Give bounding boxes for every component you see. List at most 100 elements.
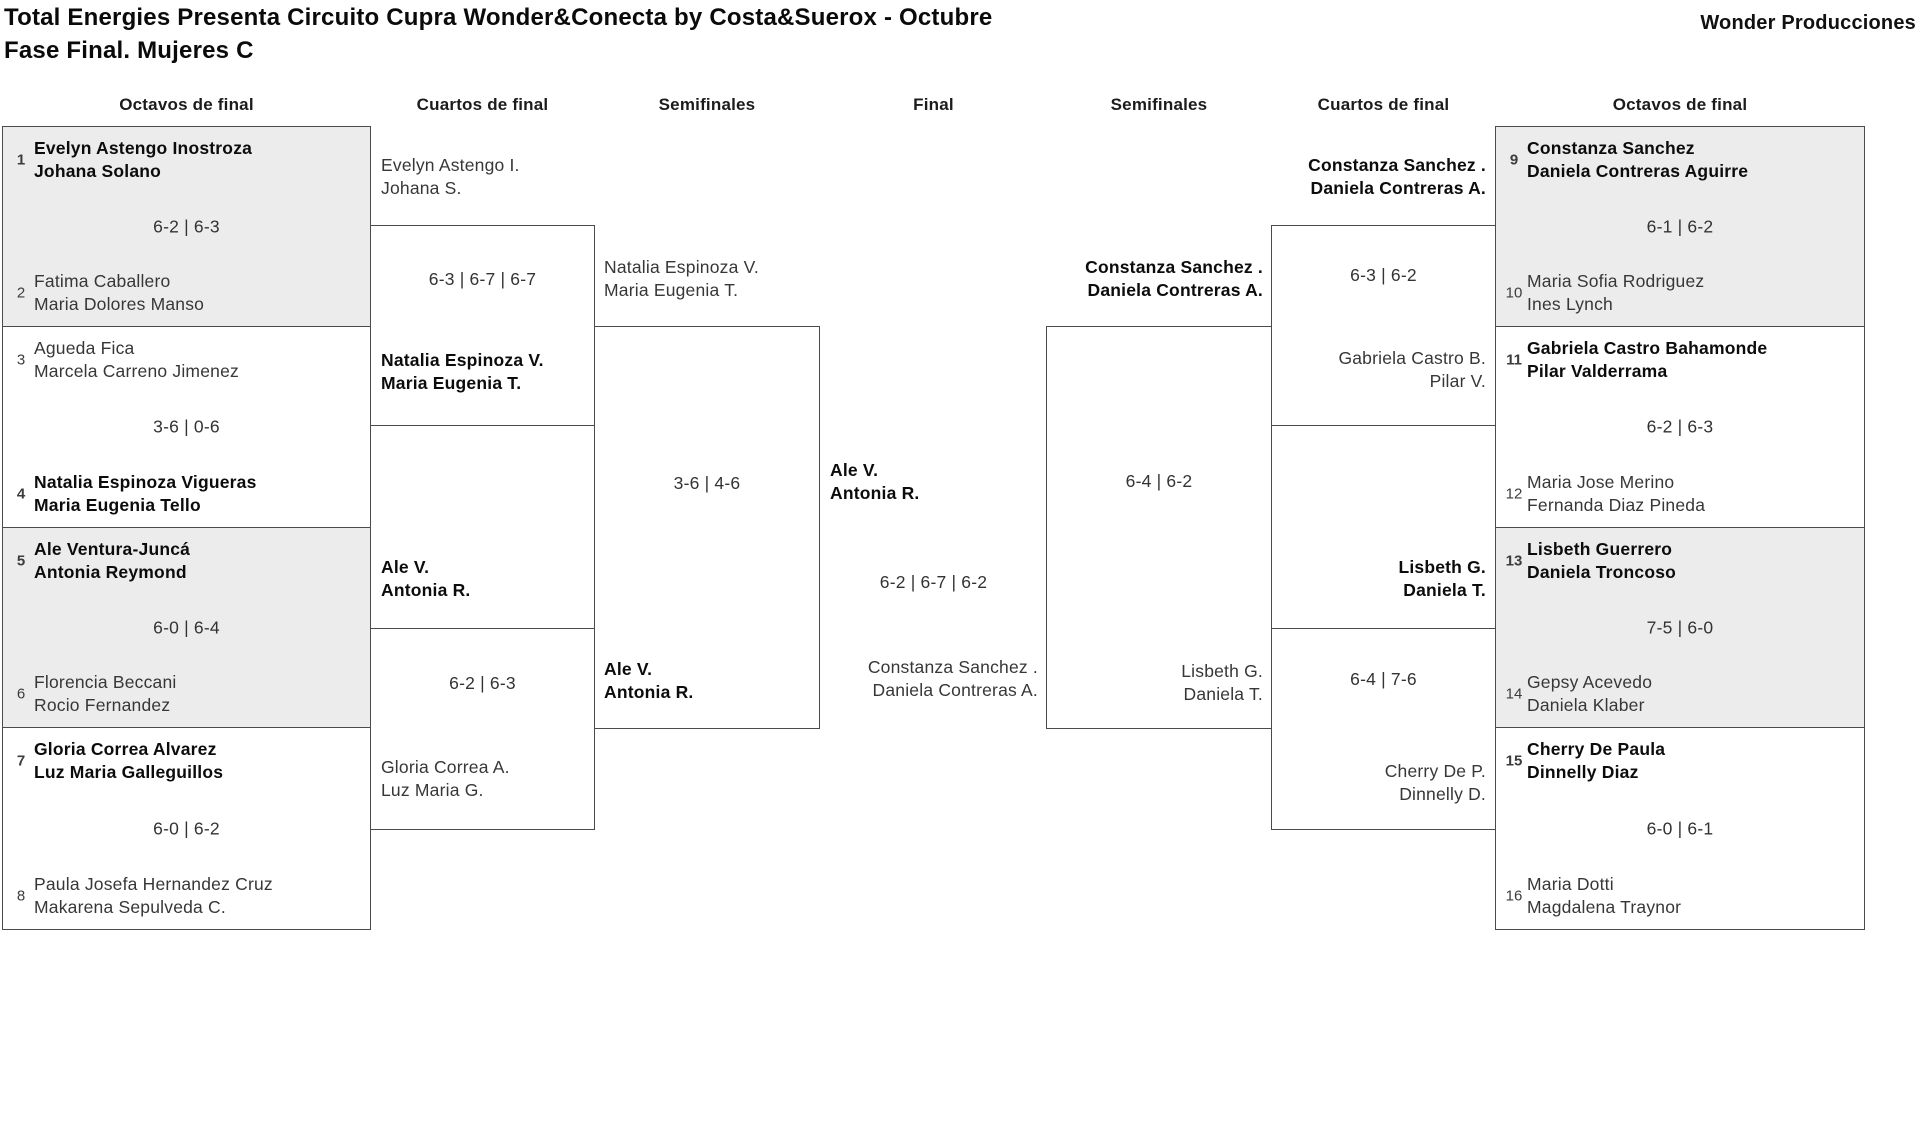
round-header-semis-right: Semifinales bbox=[1110, 95, 1208, 114]
match-box-sf-1 bbox=[594, 326, 820, 729]
team-name-line: Luz Maria G. bbox=[381, 780, 484, 800]
seed-number: 8 bbox=[16, 887, 26, 905]
seed-number: 4 bbox=[16, 485, 26, 503]
sf2-bottom-entrant: Lisbeth G. Daniela T. bbox=[1181, 660, 1263, 706]
team-name-line: Daniela Contreras A. bbox=[1087, 280, 1263, 300]
round-header-cuartos-right: Cuartos de final bbox=[1317, 95, 1450, 114]
match-score: 6-0 | 6-2 bbox=[153, 818, 220, 838]
round-header-semis-left: Semifinales bbox=[658, 95, 756, 114]
match-score: 7-5 | 6-0 bbox=[1646, 617, 1714, 637]
title-line-1: Total Energies Presenta Circuito Cupra W… bbox=[4, 4, 993, 31]
qf4-top-entrant: Lisbeth G. Daniela T. bbox=[1398, 556, 1486, 602]
team-entry: 1 Evelyn Astengo Inostroza Johana Solano bbox=[3, 137, 370, 183]
team-name-line: Pilar Valderrama bbox=[1527, 361, 1668, 381]
match-score: 6-2 | 6-3 bbox=[1646, 416, 1714, 437]
team-name-line: Magdalena Traynor bbox=[1527, 897, 1682, 917]
team-name-line: Ale V. bbox=[830, 460, 879, 480]
team-name-line: Daniela Klaber bbox=[1527, 695, 1645, 715]
team-entry: 15 Cherry De Paula Dinnelly Diaz bbox=[1496, 738, 1864, 784]
team-name-line: Rocio Fernandez bbox=[34, 695, 171, 715]
qf2-bottom-entrant: Gloria Correa A. Luz Maria G. bbox=[381, 756, 510, 802]
match-box-octavos-r3: 13 Lisbeth Guerrero Daniela Troncoso 7-5… bbox=[1495, 527, 1865, 728]
team-name-line: Florencia Beccani bbox=[34, 672, 177, 692]
sf1-bottom-entrant: Ale V. Antonia R. bbox=[604, 658, 694, 704]
team-name-line: Ale V. bbox=[381, 557, 430, 577]
seed-number: 11 bbox=[1506, 351, 1522, 369]
team-entry: 7 Gloria Correa Alvarez Luz Maria Galleg… bbox=[3, 738, 370, 784]
qf3-score: 6-3 | 6-2 bbox=[1350, 265, 1417, 285]
seed-number: 13 bbox=[1505, 552, 1523, 570]
team-entry: 14 Gepsy Acevedo Daniela Klaber bbox=[1496, 671, 1864, 717]
team-name-line: Gloria Correa A. bbox=[381, 757, 510, 777]
match-box-qf-2 bbox=[370, 628, 595, 830]
match-box-octavos-l2: 3 Agueda Fica Marcela Carreno Jimenez 3-… bbox=[2, 326, 371, 528]
match-box-qf-4 bbox=[1271, 628, 1496, 830]
match-box-octavos-r1: 9 Constanza Sanchez Daniela Contreras Ag… bbox=[1495, 126, 1865, 327]
team-name-line: Ale Ventura-Juncá bbox=[34, 539, 191, 559]
page-title: Total Energies Presenta Circuito Cupra W… bbox=[4, 1, 992, 67]
team-name-line: Constanza Sanchez . bbox=[1308, 155, 1486, 175]
qf3-bottom-entrant: Gabriela Castro B. Pilar V. bbox=[1338, 347, 1486, 393]
team-name-line: Maria Eugenia T. bbox=[604, 280, 739, 300]
team-entry: 2 Fatima Caballero Maria Dolores Manso bbox=[3, 270, 370, 316]
match-box-qf-3 bbox=[1271, 225, 1496, 426]
team-name-line: Johana Solano bbox=[34, 161, 162, 181]
team-entry: 4 Natalia Espinoza Vigueras Maria Eugeni… bbox=[3, 471, 370, 517]
match-box-octavos-l1: 1 Evelyn Astengo Inostroza Johana Solano… bbox=[2, 126, 371, 327]
round-header-cuartos-left: Cuartos de final bbox=[416, 95, 549, 114]
seed-number: 1 bbox=[16, 151, 26, 169]
match-box-sf-2 bbox=[1046, 326, 1272, 729]
team-name-line: Maria Jose Merino bbox=[1527, 472, 1675, 492]
match-box-octavos-r2: 11 Gabriela Castro Bahamonde Pilar Valde… bbox=[1495, 326, 1865, 528]
team-name-line: Constanza Sanchez . bbox=[1085, 257, 1263, 277]
team-name-line: Daniela Troncoso bbox=[1527, 562, 1677, 582]
team-entry: 16 Maria Dotti Magdalena Traynor bbox=[1496, 873, 1864, 919]
seed-number: 16 bbox=[1505, 887, 1523, 905]
team-name-line: Daniela T. bbox=[1183, 684, 1263, 704]
sf1-top-entrant: Natalia Espinoza V. Maria Eugenia T. bbox=[604, 256, 759, 302]
team-name-line: Lisbeth G. bbox=[1181, 661, 1263, 681]
title-line-2: Fase Final. Mujeres C bbox=[4, 37, 254, 64]
team-name-line: Natalia Espinoza Vigueras bbox=[34, 472, 257, 492]
seed-number: 10 bbox=[1505, 284, 1523, 302]
team-name-line: Maria Eugenia Tello bbox=[34, 495, 201, 515]
seed-number: 6 bbox=[16, 685, 26, 703]
team-name-line: Evelyn Astengo I. bbox=[381, 155, 520, 175]
qf1-score: 6-3 | 6-7 | 6-7 bbox=[428, 269, 537, 289]
qf4-score: 6-4 | 7-6 bbox=[1350, 669, 1417, 689]
match-score: 6-2 | 6-3 bbox=[153, 216, 220, 236]
team-name-line: Lisbeth G. bbox=[1398, 557, 1486, 577]
team-entry: 5 Ale Ventura-Juncá Antonia Reymond bbox=[3, 538, 370, 584]
sf2-score: 6-4 | 6-2 bbox=[1125, 471, 1193, 491]
seed-number: 14 bbox=[1505, 685, 1523, 703]
match-box-qf-1 bbox=[370, 225, 595, 426]
team-entry: 8 Paula Josefa Hernandez Cruz Makarena S… bbox=[3, 873, 370, 919]
sf2-top-entrant: Constanza Sanchez . Daniela Contreras A. bbox=[1085, 256, 1263, 302]
team-entry: 11 Gabriela Castro Bahamonde Pilar Valde… bbox=[1496, 337, 1864, 383]
team-name-line: Gepsy Acevedo bbox=[1527, 672, 1653, 692]
seed-number: 9 bbox=[1509, 151, 1519, 169]
team-name-line: Cherry De P. bbox=[1384, 761, 1486, 781]
team-name-line: Dinnelly Diaz bbox=[1527, 762, 1639, 782]
seed-number: 15 bbox=[1505, 752, 1523, 770]
qf3-top-entrant: Constanza Sanchez . Daniela Contreras A. bbox=[1308, 154, 1486, 200]
team-entry: 12 Maria Jose Merino Fernanda Diaz Pined… bbox=[1496, 471, 1864, 517]
team-entry: 13 Lisbeth Guerrero Daniela Troncoso bbox=[1496, 538, 1864, 584]
team-name-line: Lisbeth Guerrero bbox=[1527, 539, 1673, 559]
team-name-line: Luz Maria Galleguillos bbox=[34, 762, 224, 782]
final-score: 6-2 | 6-7 | 6-2 bbox=[879, 572, 988, 592]
match-score: 6-0 | 6-4 bbox=[153, 617, 220, 637]
qf4-bottom-entrant: Cherry De P. Dinnelly D. bbox=[1385, 760, 1486, 806]
qf2-score: 6-2 | 6-3 bbox=[449, 673, 516, 693]
team-name-line: Agueda Fica bbox=[34, 338, 135, 358]
seed-number: 5 bbox=[16, 552, 26, 570]
team-name-line: Makarena Sepulveda C. bbox=[34, 897, 226, 917]
team-name-line: Gabriela Castro Bahamonde bbox=[1527, 338, 1768, 358]
team-name-line: Antonia Reymond bbox=[34, 562, 187, 582]
match-box-octavos-r4: 15 Cherry De Paula Dinnelly Diaz 6-0 | 6… bbox=[1495, 727, 1865, 930]
team-name-line: Constanza Sanchez . bbox=[867, 657, 1038, 677]
team-name-line: Gloria Correa Alvarez bbox=[34, 739, 217, 759]
team-entry: 3 Agueda Fica Marcela Carreno Jimenez bbox=[3, 337, 370, 383]
team-name-line: Ale V. bbox=[604, 659, 653, 679]
match-score: 3-6 | 0-6 bbox=[153, 416, 220, 437]
